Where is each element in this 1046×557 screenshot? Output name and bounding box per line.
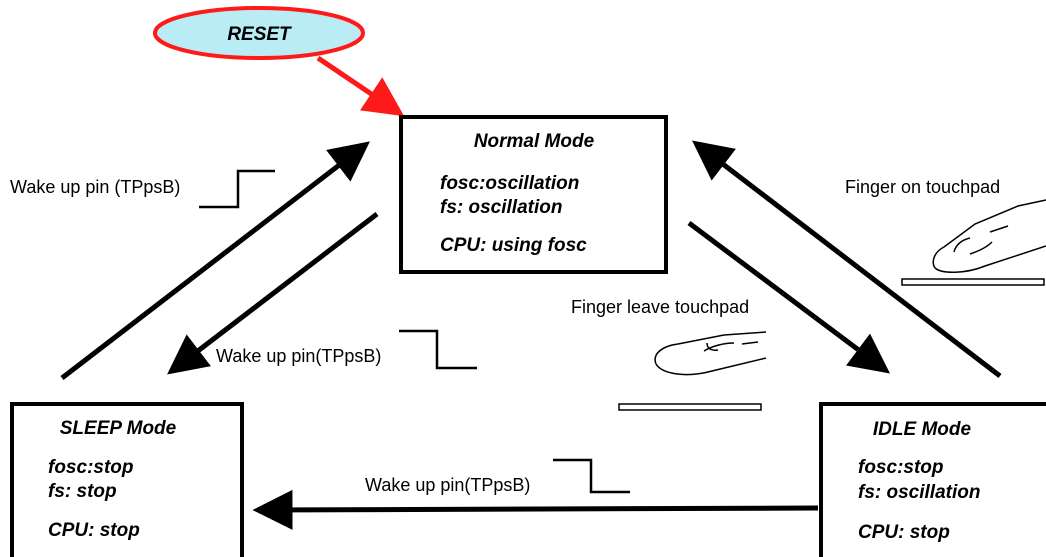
sleep-fs: fs: stop [48, 481, 117, 502]
label-normal-to-idle: Finger leave touchpad [571, 297, 749, 317]
sleep-fosc: fosc:stop [48, 457, 134, 478]
arrow-idle-to-normal [692, 140, 1002, 378]
label-sleep-to-normal: Wake up pin (TPpsB) [10, 177, 180, 197]
wakeup-falling-edge-icon [553, 458, 630, 494]
label-normal-to-sleep: Wake up pin(TPpsB) [216, 346, 381, 366]
idle-mode-title: IDLE Mode [873, 419, 972, 440]
arrow-sleep-to-normal [60, 141, 370, 380]
sleep-cpu: CPU: stop [48, 520, 140, 541]
arrow-idle-to-sleep [252, 489, 819, 530]
finger-leave-touchpad-icon [618, 331, 767, 411]
reset-label: RESET [227, 24, 292, 45]
idle-fs: fs: oscillation [858, 482, 980, 503]
label-idle-to-sleep: Wake up pin(TPpsB) [365, 475, 530, 495]
label-idle-to-normal: Finger on touchpad [845, 177, 1000, 197]
normal-mode-box: Normal Mode fosc:oscillation fs: oscilla… [399, 115, 668, 274]
wakeup-falling-edge-icon [399, 329, 477, 370]
normal-fs: fs: oscillation [440, 197, 562, 218]
normal-mode-title: Normal Mode [474, 131, 595, 152]
sleep-mode-title: SLEEP Mode [60, 418, 177, 439]
reset-arrow [316, 55, 405, 117]
arrow-normal-to-sleep [167, 212, 379, 375]
finger-on-touchpad-icon [901, 199, 1046, 286]
wakeup-rising-edge-icon [199, 169, 275, 209]
reset-node: RESET [153, 6, 365, 60]
idle-cpu: CPU: stop [858, 522, 950, 543]
sleep-mode-box: SLEEP Mode fosc:stop fs: stop CPU: stop [10, 402, 244, 557]
idle-fosc: fosc:stop [858, 457, 944, 478]
normal-cpu: CPU: using fosc [440, 235, 587, 256]
normal-fosc: fosc:oscillation [440, 173, 579, 194]
arrow-normal-to-idle [687, 220, 891, 374]
idle-mode-box: IDLE Mode fosc:stop fs: oscillation CPU:… [819, 402, 1046, 557]
